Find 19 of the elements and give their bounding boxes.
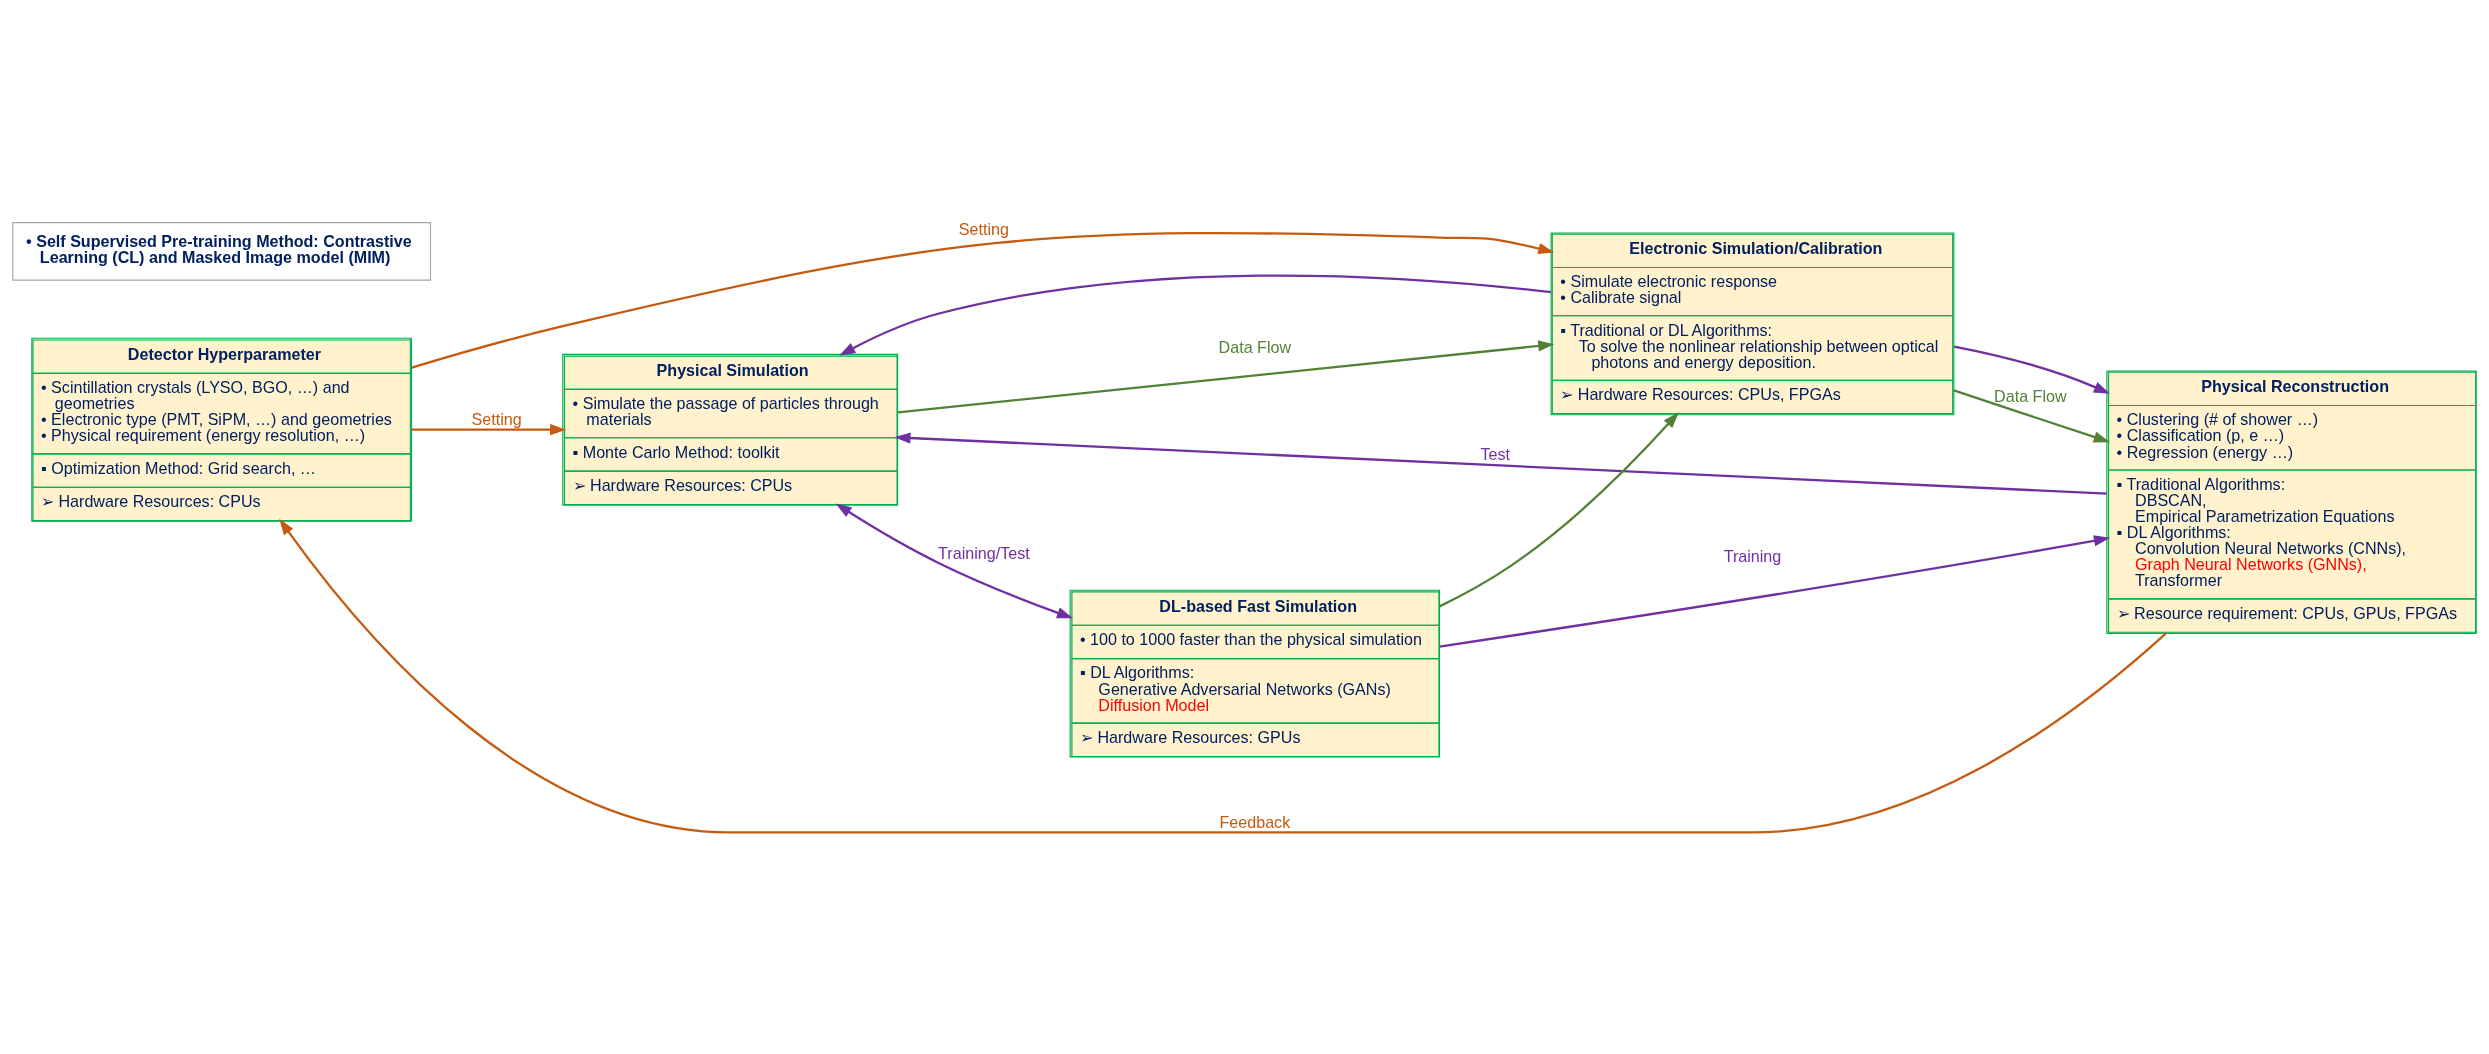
arrow [894,431,2107,495]
arrow [411,423,567,435]
edge-label: Setting [958,219,1009,238]
edge-label: Data Flow [1994,386,2067,405]
edge-label: Feedback [1219,812,1291,831]
edge-label: Setting [471,409,522,428]
edge-label: Data Flow [1218,337,1292,356]
edge-label: Test [1480,444,1511,463]
arrow [1439,534,2111,648]
arrow [1439,411,1679,607]
edge-label: Training/Test [938,543,1030,562]
arrow [1953,344,2110,394]
arrow [839,274,1551,356]
arrow [835,502,1074,618]
arrow [897,339,1555,414]
arrow [1953,388,2110,442]
arrow [411,231,1555,369]
arrow [279,518,2167,834]
edge-label: Training [1723,546,1782,565]
